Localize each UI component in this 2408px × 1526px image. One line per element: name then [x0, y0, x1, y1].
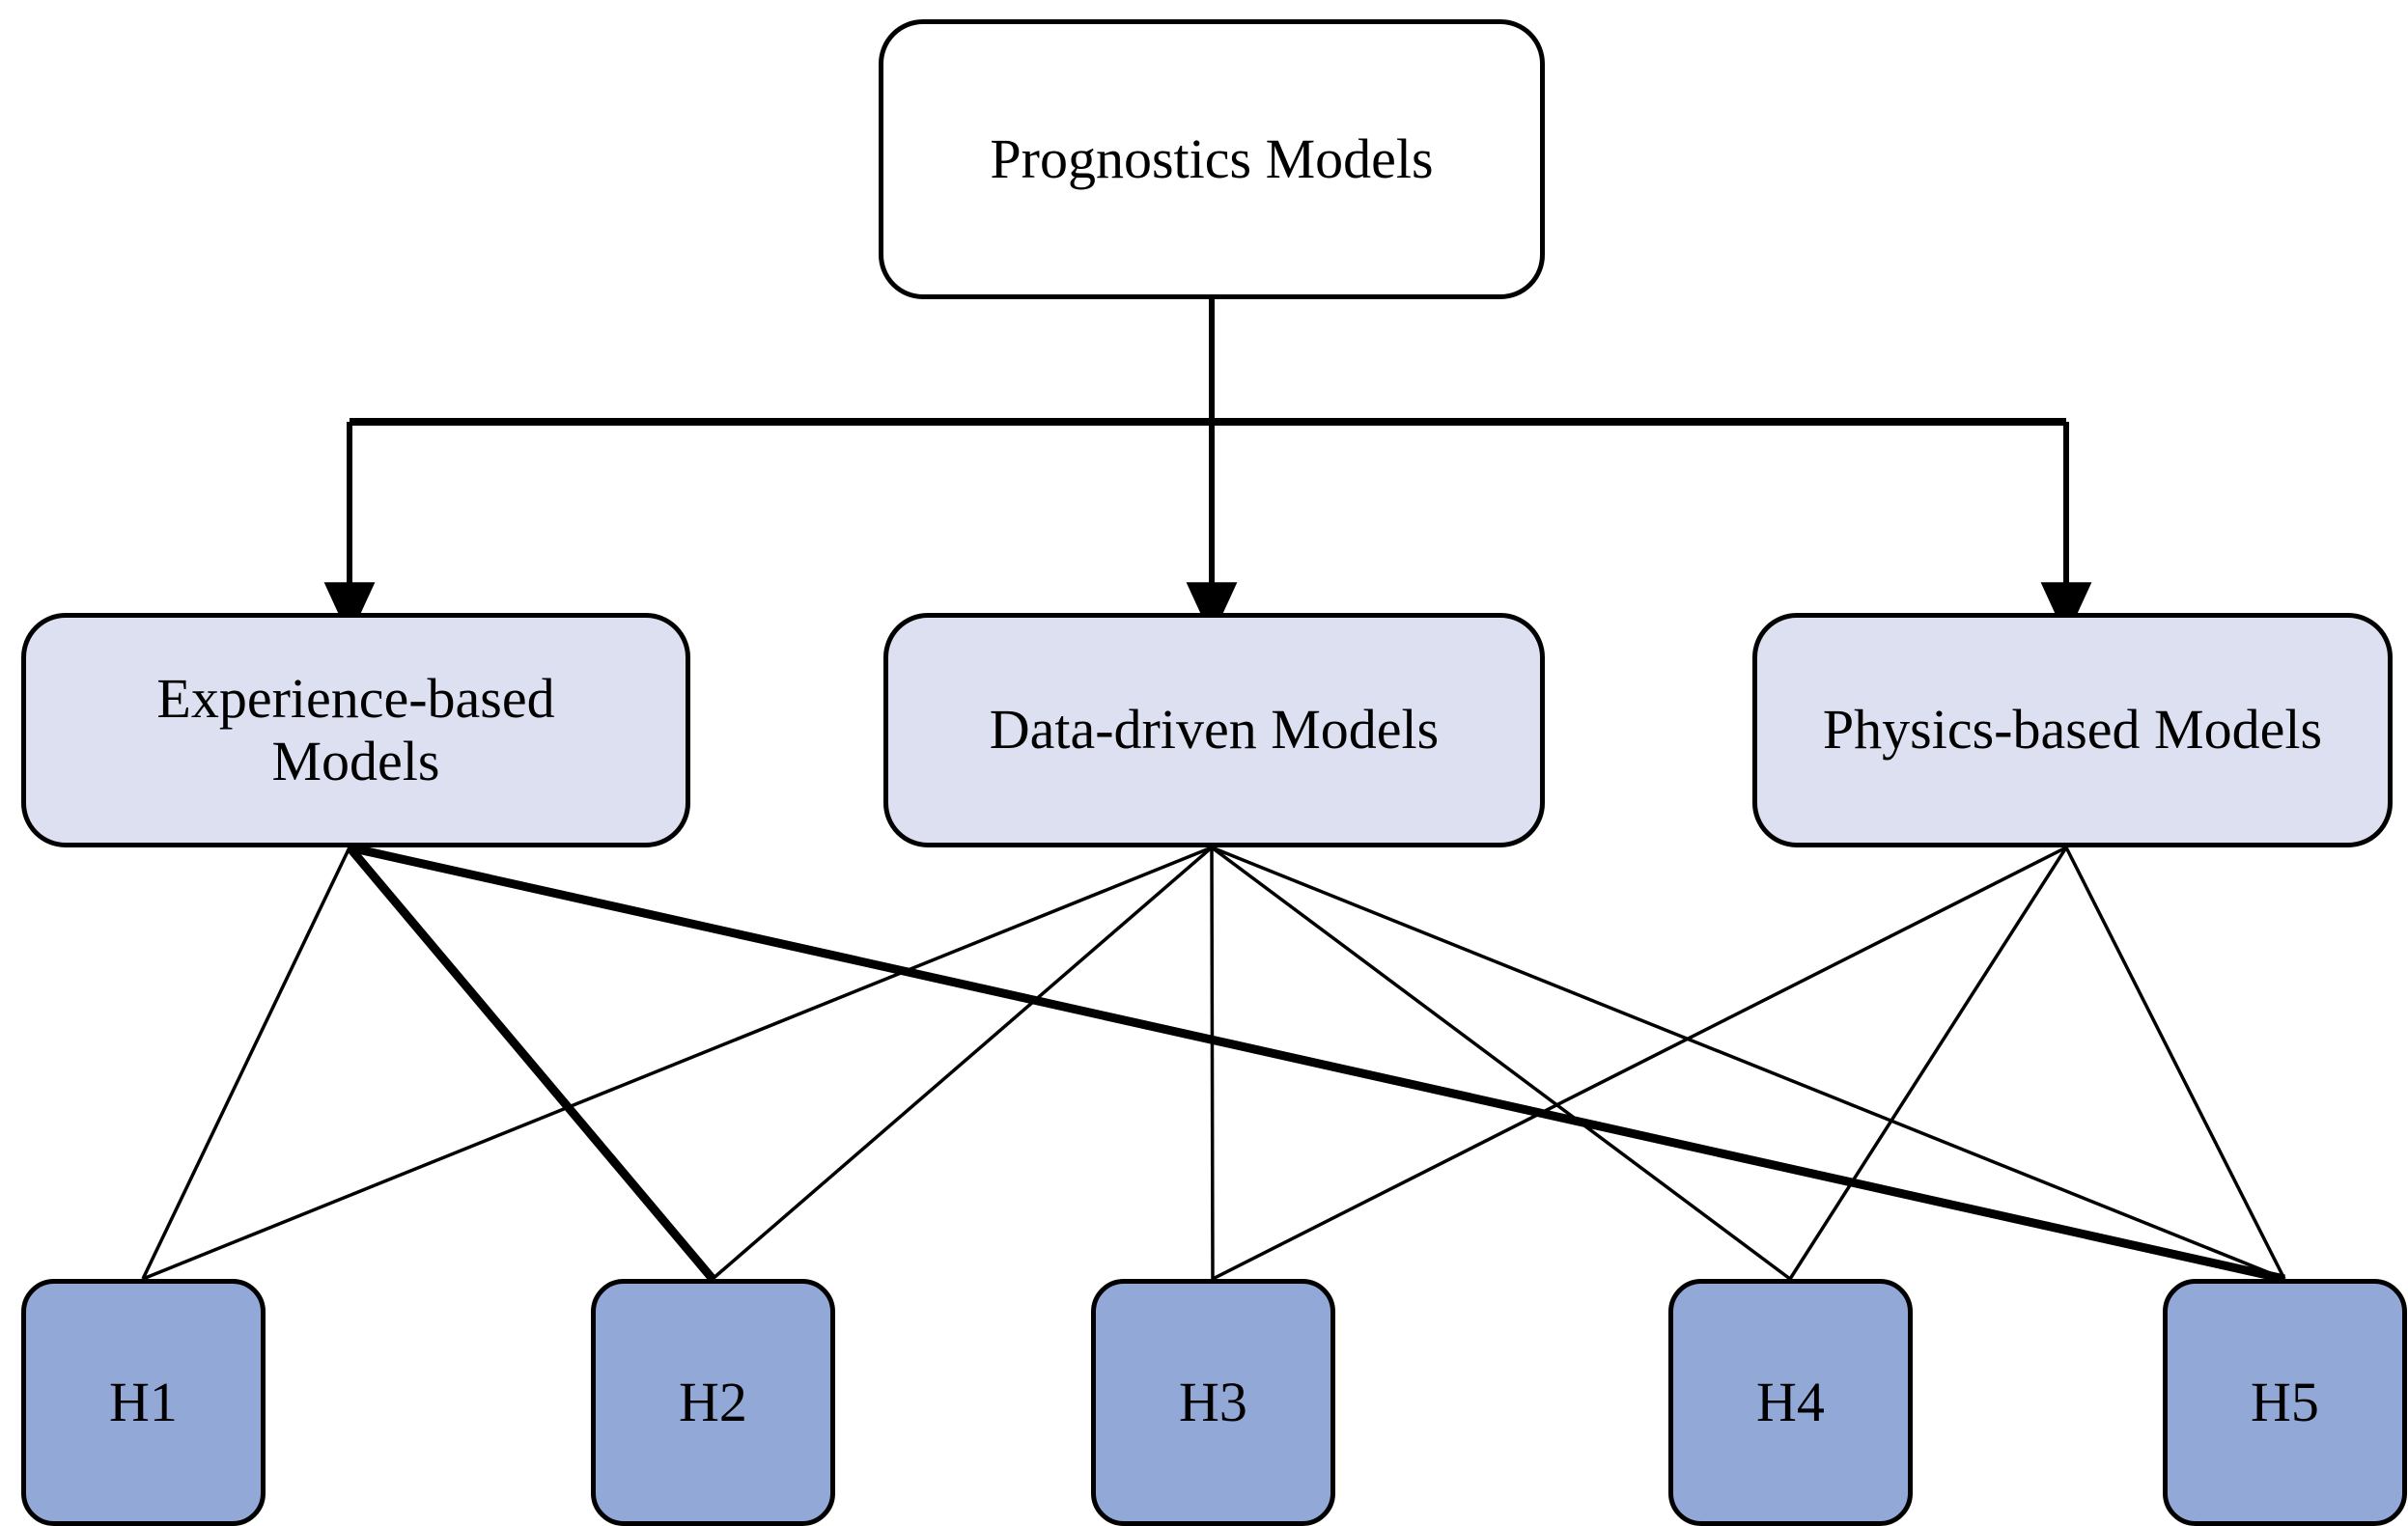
edge-experience-based-models-to-h2	[346, 845, 716, 1282]
node-experience-based-models-label: Experience-based Models	[156, 666, 555, 792]
edge-data-driven-models-to-h4	[1210, 846, 1792, 1281]
node-prognostics-models-label: Prognostics Models	[990, 126, 1434, 190]
edge-data-driven-models-to-h5	[1211, 846, 2285, 1281]
node-h4-label: H4	[1756, 1370, 1825, 1433]
node-h4[interactable]: H4	[1668, 1279, 1913, 1526]
node-h3-label: H3	[1179, 1370, 1247, 1433]
edge-experience-based-models-to-h1	[141, 846, 351, 1280]
edge-physics-based-models-to-h3	[1212, 846, 2067, 1281]
edge-data-driven-models-to-h2	[711, 846, 1214, 1281]
node-h3[interactable]: H3	[1091, 1279, 1335, 1526]
node-data-driven-models[interactable]: Data-driven Models	[883, 613, 1545, 847]
node-h5-label: H5	[2251, 1370, 2319, 1433]
edge-data-driven-models-to-h1	[142, 846, 1213, 1281]
edge-experience-based-models-to-h5	[349, 843, 2285, 1284]
node-h2-label: H2	[679, 1370, 747, 1433]
node-physics-based-models[interactable]: Physics-based Models	[1752, 613, 2393, 847]
edge-data-driven-models-to-h3	[1210, 846, 1215, 1280]
node-prognostics-models[interactable]: Prognostics Models	[879, 19, 1545, 299]
node-h2[interactable]: H2	[591, 1279, 835, 1526]
node-data-driven-models-label: Data-driven Models	[989, 698, 1440, 762]
root-trunk-connectors	[323, 299, 2092, 638]
edge-physics-based-models-to-h5	[2064, 846, 2286, 1280]
node-physics-based-models-label: Physics-based Models	[1822, 698, 2323, 762]
node-h1-label: H1	[109, 1370, 178, 1433]
node-experience-based-models[interactable]: Experience-based Models	[21, 613, 690, 847]
model-to-health-indicator-edges	[141, 843, 2286, 1284]
node-h1[interactable]: H1	[21, 1279, 266, 1526]
edge-physics-based-models-to-h4	[1788, 846, 2068, 1280]
node-h5[interactable]: H5	[2163, 1279, 2407, 1526]
